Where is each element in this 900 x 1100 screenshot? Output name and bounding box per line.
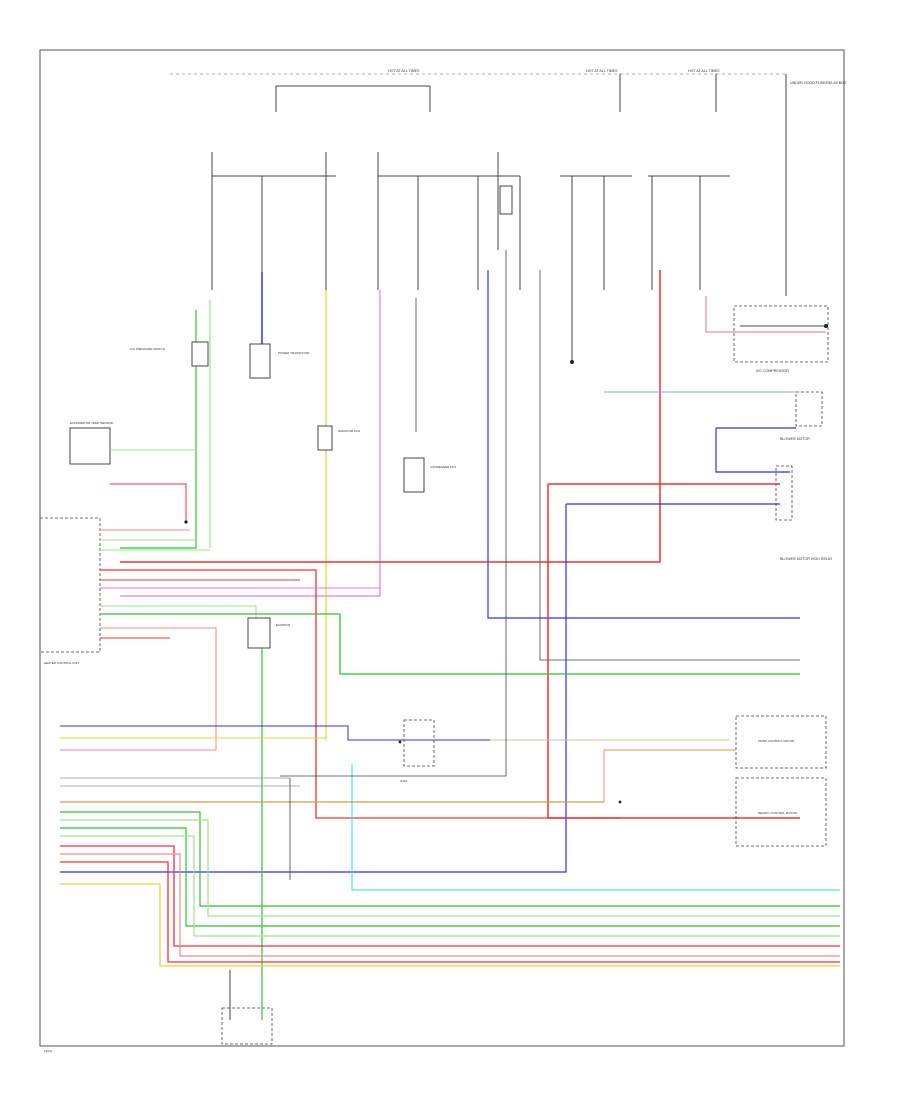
fuse-group bbox=[275, 74, 717, 112]
blower-motor-box bbox=[795, 391, 823, 427]
hvac-control-unit-box bbox=[39, 517, 101, 653]
condenser-fan-label: CONDENSER FAN bbox=[430, 465, 456, 469]
center-relay-box bbox=[403, 719, 435, 767]
mode-motor-label: MODE CONTROL MOTOR bbox=[758, 739, 795, 743]
ground-label: G401 bbox=[400, 779, 408, 783]
radiator-fan-label: RADIATOR FAN bbox=[338, 429, 360, 433]
wire-black-3 bbox=[539, 270, 800, 661]
blower-high-relay-label: BLOWER MOTOR HIGH RELAY bbox=[780, 557, 833, 561]
wire-cyan-1 bbox=[351, 764, 840, 891]
bottom-connector-box bbox=[221, 1007, 273, 1045]
wire-blue-7 bbox=[60, 725, 490, 741]
wire-blue-2 bbox=[487, 270, 800, 619]
relay-row bbox=[211, 74, 787, 360]
page-ref: TECH bbox=[44, 1049, 52, 1053]
recirc-motor-box bbox=[735, 777, 827, 847]
top-bus-label-3: HOT AT ALL TIMES bbox=[688, 69, 720, 73]
radiator-fan-box bbox=[317, 425, 333, 451]
ac-pressure-box bbox=[191, 341, 209, 367]
evap-temp-box bbox=[69, 427, 111, 465]
wire-magenta-1 bbox=[120, 290, 381, 597]
hvac-connector-wires bbox=[60, 529, 800, 819]
condenser-fan-box bbox=[403, 457, 425, 493]
ecm-box bbox=[247, 617, 271, 649]
evap-temp-label: EVAPORATOR TEMP SENSOR bbox=[70, 421, 114, 425]
top-right-box-label: UNDER-HOOD FUSE/RELAY BOX bbox=[790, 81, 847, 85]
top-bus-label-2: HOT AT ALL TIMES bbox=[586, 69, 618, 73]
blower-high-relay-box bbox=[775, 465, 793, 521]
wire-black-5 bbox=[280, 250, 507, 777]
recirc-motor-label: RECIRC CONTROL MOTOR bbox=[758, 811, 798, 815]
wire-red-1 bbox=[120, 270, 661, 563]
ac-compressor-box bbox=[733, 305, 829, 363]
junction-dots bbox=[184, 324, 828, 804]
ac-pressure-label: A/C PRESSURE SWITCH bbox=[130, 347, 165, 351]
ecm-label: ECM/PCM bbox=[276, 623, 291, 627]
blower-motor-label: BLOWER MOTOR bbox=[780, 437, 810, 441]
wire-green-1 bbox=[120, 310, 197, 549]
wire-blue-4 bbox=[715, 428, 790, 473]
top-bus-label-1: HOT AT ALL TIMES bbox=[388, 69, 420, 73]
wire-blue-6 bbox=[60, 503, 780, 873]
mode-motor-box bbox=[735, 715, 827, 769]
wire-pink-1 bbox=[705, 296, 826, 333]
power-transistor-box bbox=[249, 343, 271, 379]
power-transistor-label: POWER TRANSISTOR bbox=[278, 351, 310, 355]
hvac-control-unit-label: HEATER CONTROL UNIT bbox=[44, 661, 79, 665]
ac-compressor-label: A/C COMPRESSOR bbox=[756, 369, 789, 373]
bottom-wire-bundle bbox=[60, 777, 840, 967]
wire-red-3 bbox=[110, 483, 187, 522]
